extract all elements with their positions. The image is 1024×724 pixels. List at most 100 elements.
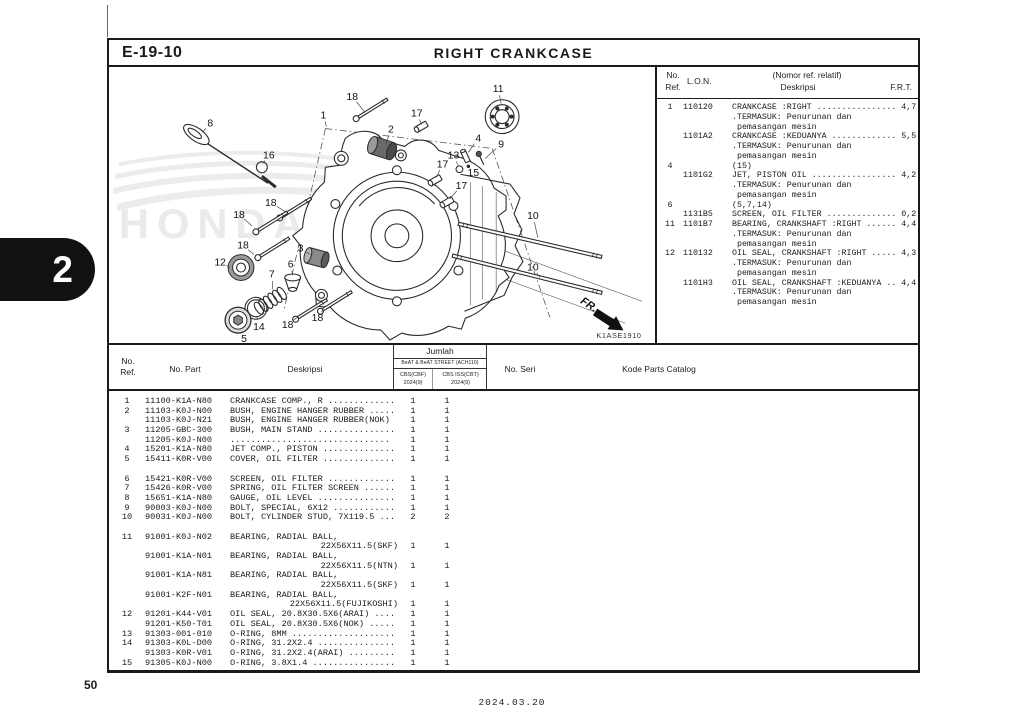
jumlah-col-cbs: CBS(CBF) 2024(9) (400, 372, 426, 386)
ref-table-line: pemasangan mesin (732, 151, 817, 161)
callout-leader (385, 135, 390, 145)
part-7-spring (253, 286, 287, 315)
callout-leader (291, 270, 293, 276)
jumlah-title: Jumlah (394, 345, 486, 359)
callout-leader (293, 316, 298, 321)
callout-leader (262, 160, 266, 164)
part-14-oring (244, 296, 268, 320)
ref-table-line: .TERMASUK: Penurunan dan (732, 112, 852, 122)
callout-leader (468, 143, 475, 153)
callout-1: 1 (321, 111, 327, 122)
callout-leader (244, 218, 253, 227)
callout-leader (455, 161, 459, 167)
section-tab-number: 2 (52, 249, 73, 290)
callout-8: 8 (207, 119, 213, 130)
part-4-jet (459, 148, 471, 164)
callout-leader (276, 205, 286, 213)
title-bar: E-19-10 RIGHT CRANKCASE (109, 40, 918, 67)
ref-table-line: pemasangan mesin (732, 298, 817, 307)
part-3-bush (303, 247, 330, 269)
callout-12: 12 (214, 258, 226, 269)
parts-header-deskripsi: Deskripsi (287, 364, 323, 374)
callout-leader (256, 317, 258, 320)
callout-leader (324, 121, 327, 127)
part-11-bearing (484, 99, 520, 135)
part-9-screw (475, 150, 485, 165)
diagram-code: K1ASE1910 (596, 331, 641, 340)
part-2-bush (367, 135, 407, 162)
callout-18: 18 (237, 241, 249, 252)
ref-header-frt: F.R.T. (890, 82, 912, 92)
callout-leader (419, 119, 423, 125)
jumlah-model: BeAT & BeAT STREET (ACH110) (394, 359, 486, 369)
construction-line (283, 128, 326, 312)
callout-leader (202, 128, 207, 133)
upper-content: HONDA (109, 67, 918, 345)
callout-leader (449, 190, 458, 200)
parts-header-kode: Kode Parts Catalog (622, 364, 696, 374)
callout-17: 17 (456, 181, 468, 192)
callout-17: 17 (411, 109, 423, 120)
ref-table-line: 4(15) (667, 161, 752, 171)
callout-6: 6 (288, 260, 294, 271)
ref-table-line: 6(5,7,14) (667, 200, 772, 210)
part-8-gauge (183, 123, 277, 189)
ref-header-deskripsi: Deskripsi (780, 82, 816, 92)
callout-10: 10 (527, 263, 539, 274)
ref-header-ref: Ref. (665, 82, 681, 92)
part-12-seal (227, 254, 255, 281)
callout-leader (248, 249, 255, 255)
callout-18: 18 (282, 320, 294, 331)
section-tab: 2 (0, 238, 95, 301)
page-frame: E-19-10 RIGHT CRANKCASE HONDA (107, 38, 920, 673)
callout-18: 18 (265, 198, 277, 209)
jumlah-col-cbs-iss: CBS ISS(CBT) 2024(9) (432, 369, 488, 389)
callout-leader (356, 101, 366, 113)
callout-16: 16 (263, 150, 275, 161)
callout-leader (499, 95, 502, 104)
parts-diagram: HONDA (109, 67, 655, 343)
parts-header-no-ref: No. Ref. (120, 356, 136, 377)
registration-mark (107, 5, 108, 37)
ref-table-line: .TERMASUK: Penurunan dan (732, 181, 852, 190)
ref-header-lon: L.O.N. (687, 76, 712, 86)
callout-18: 18 (233, 210, 245, 221)
callout-3: 3 (298, 244, 304, 255)
page-number: 50 (84, 678, 98, 692)
footer-date: 2024.03.20 (478, 697, 546, 708)
ref-table-line: pemasangan mesin (732, 268, 817, 278)
callout-9: 9 (498, 139, 504, 150)
fr-arrow-icon (592, 308, 624, 331)
parts-header-no-part: No. Part (169, 364, 201, 374)
part-6-screen (284, 273, 302, 292)
part-16-oring (255, 161, 268, 174)
callout-leader (485, 148, 497, 159)
ref-table-line: .TERMASUK: Penurunan dan (732, 142, 852, 151)
callout-2: 2 (388, 125, 394, 136)
parts-table-header: No. Ref. No. Part Deskripsi Jumlah BeAT … (109, 345, 918, 391)
ref-table: No. Ref. L.O.N. (Nomor ref. relatif) Des… (655, 67, 918, 343)
callout-15: 15 (468, 168, 480, 179)
